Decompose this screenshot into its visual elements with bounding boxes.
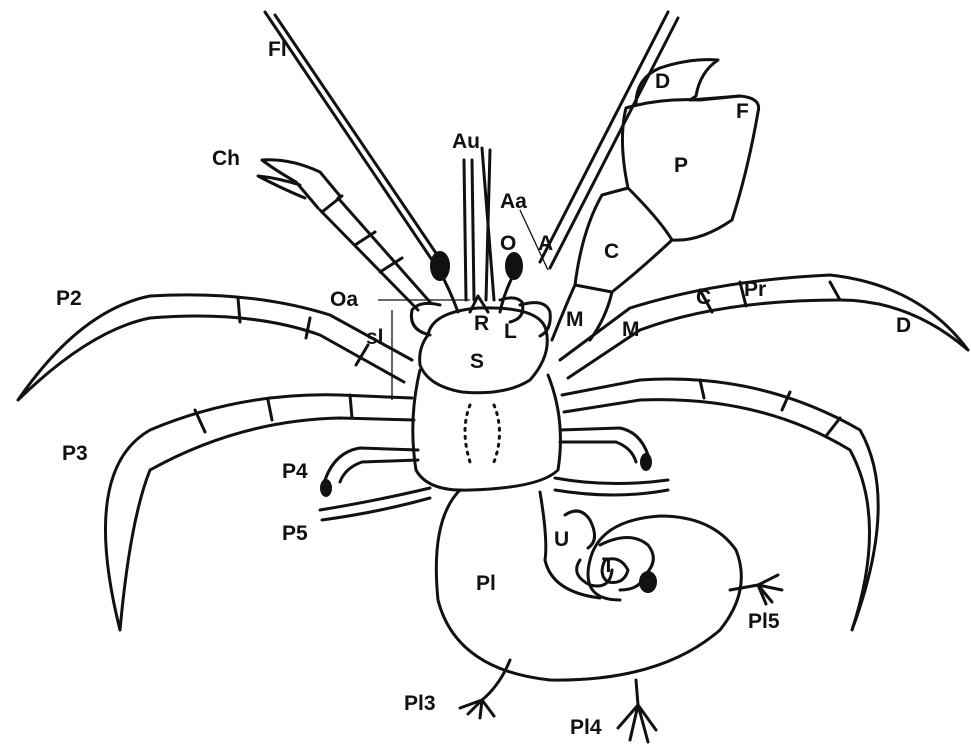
label-pl4: Pl4 bbox=[570, 716, 602, 739]
label-p3: P3 bbox=[62, 442, 88, 465]
label-d-leg: D bbox=[896, 314, 911, 337]
mouthpart-right bbox=[520, 303, 550, 336]
label-l: L bbox=[504, 320, 517, 343]
label-f: F bbox=[736, 100, 749, 123]
right-eye bbox=[506, 253, 522, 279]
label-pl: Pl bbox=[476, 572, 496, 595]
label-oa: Oa bbox=[330, 288, 358, 311]
label-c-leg: C bbox=[696, 286, 711, 309]
label-au: Au bbox=[452, 130, 480, 153]
posterior-carapace bbox=[413, 370, 561, 490]
pleopod-4 bbox=[618, 680, 656, 742]
label-pl3: Pl3 bbox=[404, 692, 436, 715]
label-ch: Ch bbox=[212, 147, 240, 170]
antennule-right bbox=[482, 148, 494, 300]
right-leg-p4 bbox=[560, 428, 648, 462]
flagellum-right bbox=[540, 12, 678, 268]
label-p2: P2 bbox=[56, 287, 82, 310]
label-a: A bbox=[538, 232, 553, 255]
label-p: P bbox=[674, 154, 688, 177]
left-leg-p4 bbox=[325, 448, 418, 482]
left-cheliped-joints bbox=[322, 196, 402, 272]
label-fl: Fl bbox=[268, 38, 287, 61]
label-c-claw: C bbox=[604, 240, 619, 263]
label-d-claw: D bbox=[655, 70, 670, 93]
label-r: R bbox=[474, 312, 489, 335]
label-pl5: Pl5 bbox=[748, 610, 780, 633]
label-sl: sl bbox=[366, 326, 384, 349]
label-aa: Aa bbox=[500, 190, 527, 213]
label-p5: P5 bbox=[282, 522, 308, 545]
left-leg-p3-joints bbox=[195, 395, 352, 432]
label-pr: Pr bbox=[744, 278, 766, 301]
label-m2: M bbox=[622, 318, 640, 341]
telson-tip bbox=[640, 572, 656, 592]
right-cheliped-fixed-finger bbox=[690, 96, 740, 100]
label-t: T bbox=[602, 554, 615, 577]
right-leg-p4-tip bbox=[641, 454, 651, 470]
left-eye bbox=[431, 252, 449, 280]
label-m1: M bbox=[566, 308, 584, 331]
flagellum-left bbox=[265, 12, 442, 262]
right-leg-p5 bbox=[555, 478, 668, 495]
antennule-left bbox=[464, 160, 474, 300]
carapace-dots-right bbox=[494, 405, 500, 462]
label-o: O bbox=[500, 232, 516, 255]
right-leg-p3 bbox=[562, 379, 878, 630]
left-leg-p5 bbox=[320, 488, 430, 520]
label-p4: P4 bbox=[282, 460, 308, 483]
carapace-dots-left bbox=[465, 405, 470, 462]
label-u: U bbox=[554, 528, 569, 551]
right-cheliped-carpus bbox=[575, 188, 672, 292]
label-s: S bbox=[470, 350, 484, 373]
left-leg-p4-tip bbox=[321, 480, 331, 496]
